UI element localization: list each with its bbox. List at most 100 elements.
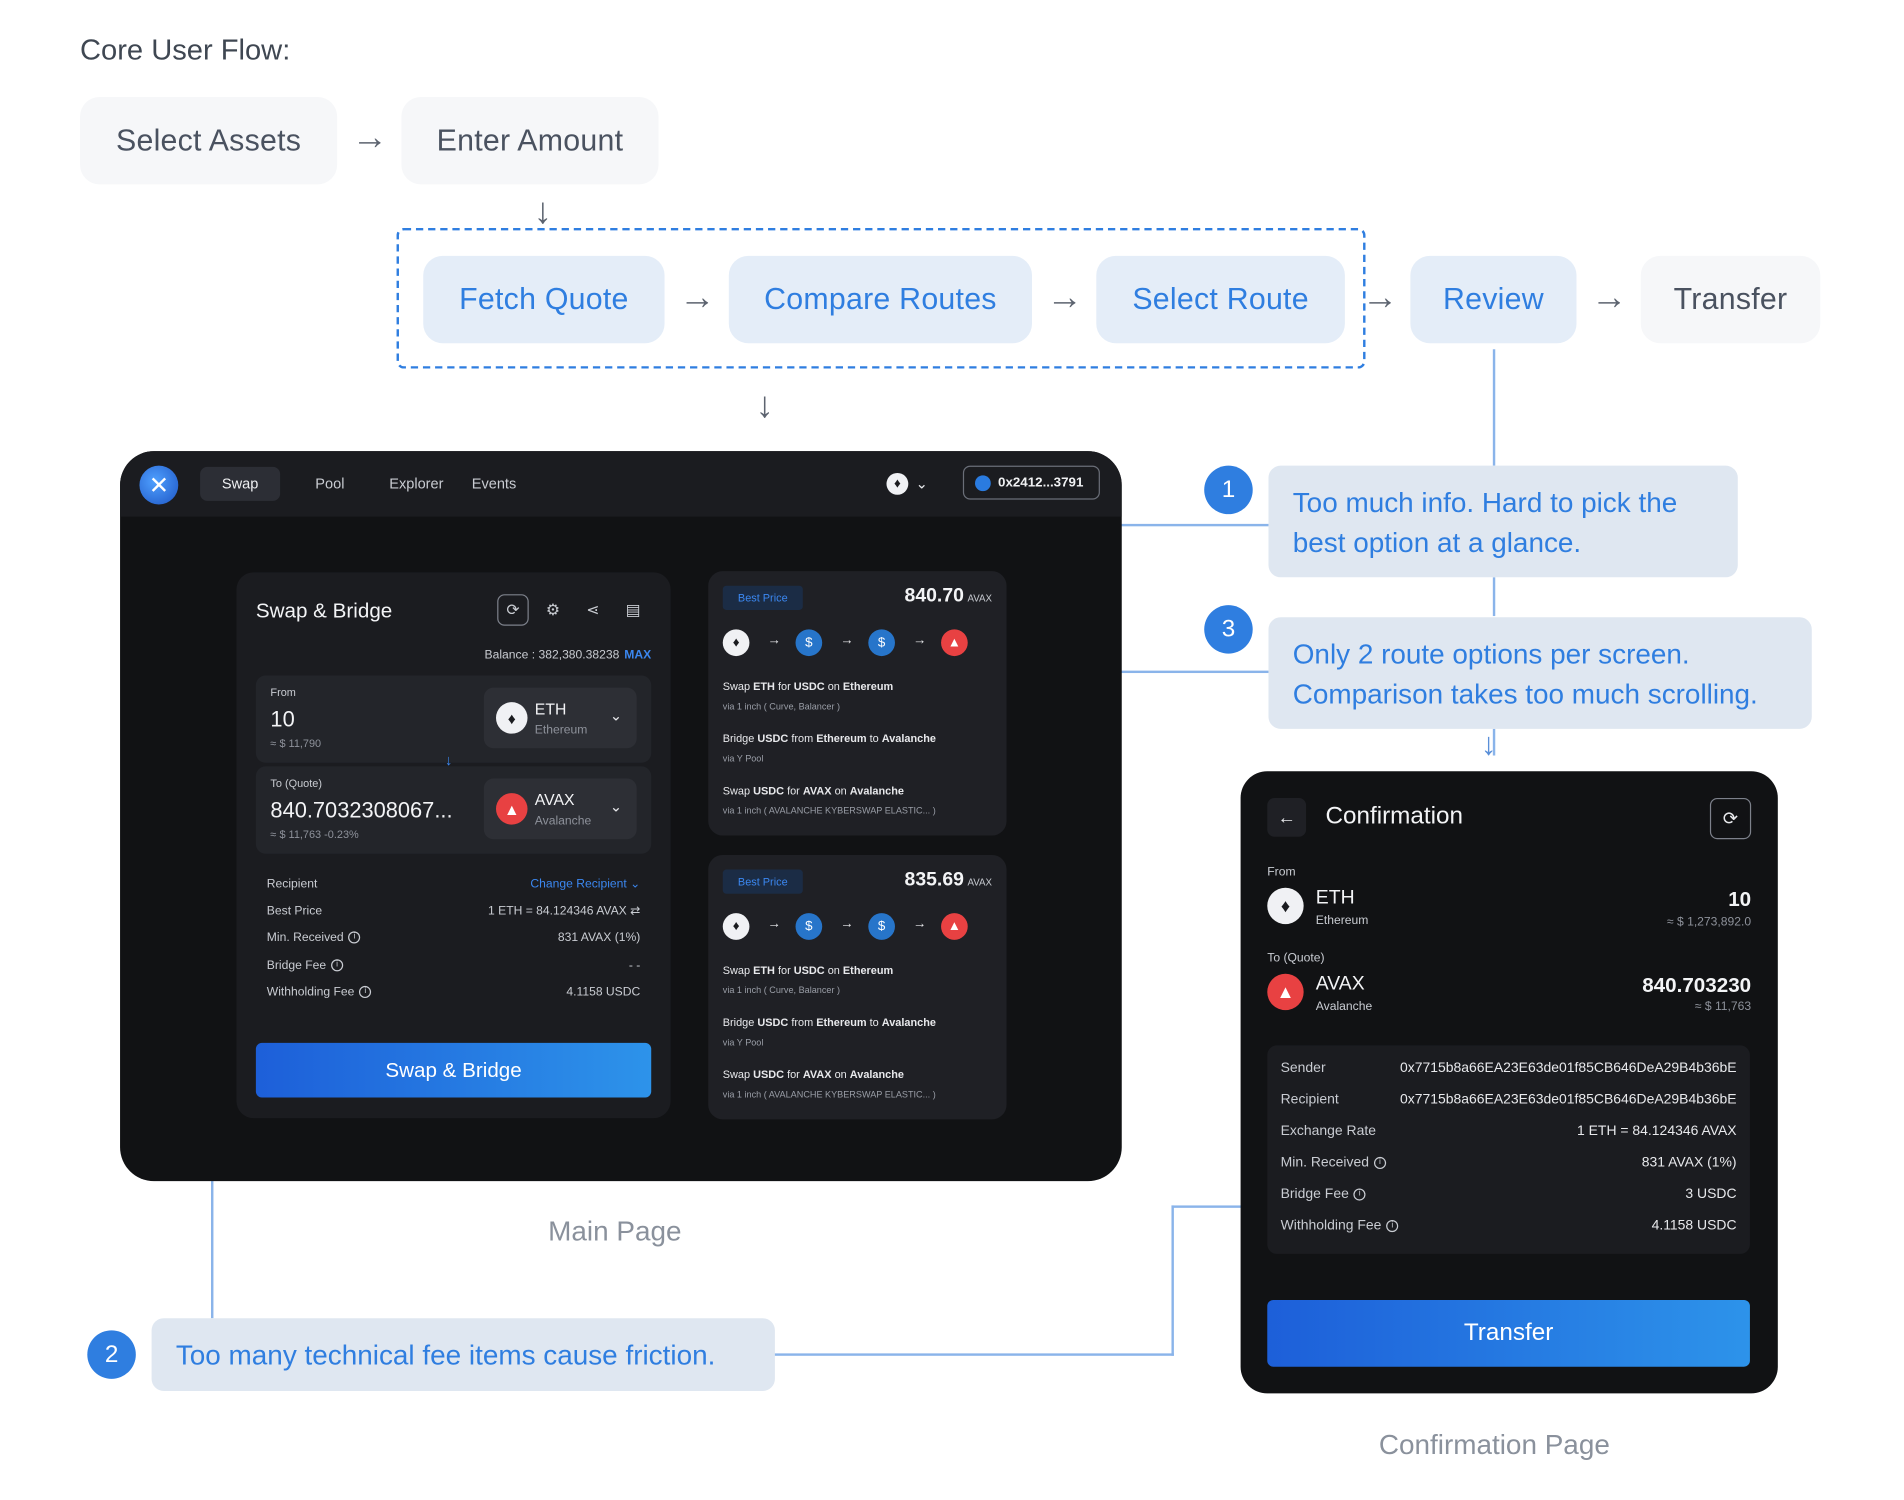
info-icon[interactable]: i [359, 986, 372, 999]
arrow-right-icon: → [767, 633, 781, 648]
detail-value: 0x7715b8a66EA23E63de01f85CB646DeA29B4b36… [1400, 1092, 1737, 1108]
nav-events[interactable]: Events [471, 475, 517, 493]
to-amount: 840.703230 [1642, 973, 1752, 997]
swap-direction-icon[interactable]: ↓ [445, 751, 453, 769]
history-icon[interactable]: ▤ [625, 600, 641, 619]
info-icon[interactable]: i [1353, 1188, 1366, 1201]
step-select-assets: Select Assets [80, 97, 338, 185]
detail-row-recipient: Recipient 0x7715b8a66EA23E63de01f85CB646… [1281, 1093, 1737, 1112]
swap-bridge-button[interactable]: Swap & Bridge [255, 1042, 652, 1098]
card-title: Swap & Bridge [255, 599, 393, 623]
best-price-badge: Best Price [722, 585, 803, 610]
confirmation-title: Confirmation [1325, 802, 1463, 830]
to-usd-value: ≈ $ 11,763 -0.23% [270, 828, 359, 841]
diagram-heading: Core User Flow: [80, 33, 291, 67]
nav-swap[interactable]: Swap [200, 466, 281, 501]
detail-row-exchange-rate: Exchange Rate 1 ETH = 84.124346 AVAX [1281, 1124, 1737, 1143]
note-badge-2: 2 [87, 1330, 136, 1379]
note-badge-1: 1 [1204, 465, 1253, 515]
note-badge-3: 3 [1204, 605, 1253, 654]
refresh-icon[interactable]: ⟳ [497, 594, 529, 626]
arrow-right-icon: → [767, 916, 781, 932]
best-price-badge: Best Price [722, 869, 803, 894]
arrow-right-icon: → [840, 633, 854, 648]
connector-line [1171, 1205, 1174, 1356]
info-icon[interactable]: i [1386, 1219, 1399, 1233]
route-step: Bridge USDC from Ethereum to Avalanche [722, 1016, 936, 1029]
detail-value: 0x7715b8a66EA23E63de01f85CB646DeA29B4b36… [1400, 1061, 1737, 1076]
balance-label: Balance : 382,380.38238 [484, 648, 620, 663]
arrow-right-icon: → [1046, 277, 1083, 318]
refresh-icon[interactable]: ⟳ [1709, 797, 1752, 840]
detail-value: 3 USDC [1685, 1187, 1737, 1202]
app-logo-icon[interactable]: ✕ [139, 465, 179, 505]
connector-line [1492, 728, 1496, 756]
detail-value: 1 ETH = 84.124346 AVAX [1577, 1124, 1737, 1139]
note-2: Too many technical fee items cause frict… [151, 1318, 775, 1391]
route-via: via Y Pool [722, 1036, 764, 1048]
to-usd-value: ≈ $ 11,763 [1694, 1000, 1752, 1014]
from-token-name: ETH [534, 699, 567, 718]
connector-line [1492, 349, 1496, 466]
route-step: Swap ETH for USDC on Ethereum [722, 680, 894, 693]
route-path: ♦ → $ → $ → ▲ [722, 913, 990, 945]
detail-row-best-price: Best Price 1 ETH = 84.124346 AVAX ⇄ [267, 905, 641, 924]
to-token-name: AVAX [1315, 973, 1365, 995]
arrow-right-icon: → [679, 277, 716, 318]
detail-row-sender: Sender 0x7715b8a66EA23E63de01f85CB646DeA… [1281, 1061, 1737, 1080]
transfer-button[interactable]: Transfer [1267, 1300, 1750, 1367]
back-arrow-icon[interactable]: ← [1267, 797, 1307, 837]
chevron-down-icon: ⌄ [609, 797, 623, 815]
from-amount-input[interactable]: 10 [270, 707, 295, 732]
detail-value: 831 AVAX (1%) [557, 931, 641, 945]
route-via: via 1 inch ( AVALANCHE KYBERSWAP ELASTIC… [722, 805, 936, 817]
detail-value: - - [628, 959, 641, 973]
arrow-right-icon: → [913, 633, 927, 648]
route-via: via Y Pool [722, 753, 764, 765]
nav-pool[interactable]: Pool [315, 475, 345, 493]
from-label: From [1267, 865, 1296, 880]
detail-value: 1 ETH = 84.124346 AVAX ⇄ [487, 904, 641, 919]
avax-icon: ▲ [1267, 973, 1304, 1011]
nav-explorer[interactable]: Explorer [389, 475, 444, 493]
network-selector[interactable]: ♦ ⌄ [886, 467, 942, 501]
route-via: via 1 inch ( Curve, Balancer ) [722, 984, 841, 996]
arrow-down-icon: ↓ [755, 385, 774, 426]
from-label: From [270, 686, 296, 699]
usdc-icon: $ [868, 913, 895, 940]
route-step: Swap USDC for AVAX on Avalanche [722, 1068, 904, 1081]
gear-icon[interactable]: ⚙ [545, 600, 561, 619]
transaction-details: Sender 0x7715b8a66EA23E63de01f85CB646DeA… [1267, 1045, 1750, 1254]
max-button[interactable]: MAX [624, 648, 652, 663]
note-1: Too much info. Hard to pick the best opt… [1268, 465, 1738, 578]
to-amount-box: To (Quote) 840.7032308067... ≈ $ 11,763 … [255, 766, 652, 854]
connector-line [773, 1353, 1174, 1356]
detail-key: Recipient [1280, 1092, 1339, 1108]
step-select-route: Select Route [1096, 255, 1345, 344]
share-icon[interactable]: ⋖ [586, 600, 600, 619]
wallet-button[interactable]: 0x2412...3791 [962, 465, 1100, 500]
connector-line [1492, 577, 1496, 617]
change-recipient-link[interactable]: Change Recipient ⌄ [530, 877, 641, 892]
from-token-selector[interactable]: ♦ ETH Ethereum ⌄ [483, 687, 637, 749]
info-icon[interactable]: i [330, 959, 344, 972]
route-step: Swap USDC for AVAX on Avalanche [722, 784, 904, 797]
arrow-down-icon: ↓ [533, 191, 552, 232]
step-compare-routes: Compare Routes [728, 255, 1033, 344]
info-icon[interactable]: i [1373, 1156, 1386, 1170]
main-page-screenshot: ✕ Swap Pool Explorer Events ♦ ⌄ 0x2412..… [120, 451, 1122, 1182]
connector-line [1171, 1205, 1252, 1208]
to-token-selector[interactable]: ▲ AVAX Avalanche ⌄ [483, 778, 637, 840]
note-3: Only 2 route options per screen. Compari… [1268, 617, 1812, 729]
info-icon[interactable]: i [348, 931, 361, 944]
